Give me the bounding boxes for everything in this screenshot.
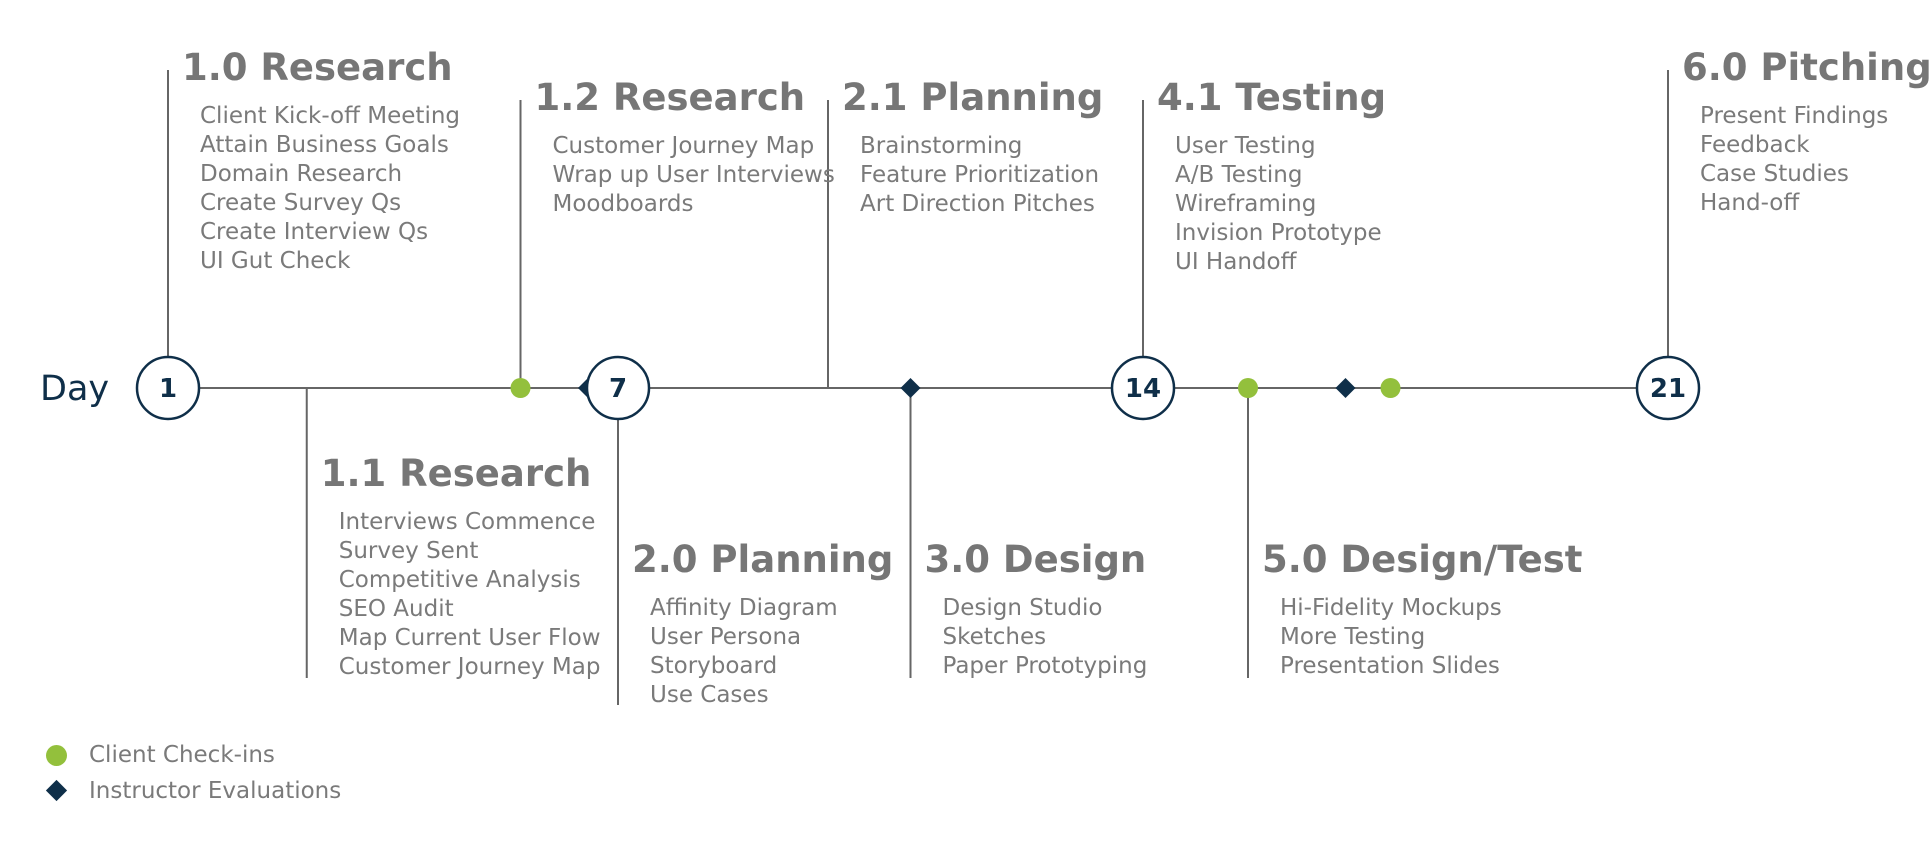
phase-title: 3.0 Design xyxy=(924,538,1147,581)
phase-task: Storyboard xyxy=(650,653,778,679)
phase-task: Attain Business Goals xyxy=(200,132,449,158)
phase-task: Create Interview Qs xyxy=(200,219,429,245)
phase-task: Art Direction Pitches xyxy=(860,191,1095,217)
phase-task: Use Cases xyxy=(650,682,769,708)
phase-title: 1.0 Research xyxy=(182,46,453,89)
phase-title: 1.2 Research xyxy=(534,76,806,119)
day-axis-label: Day xyxy=(40,369,110,409)
phase-task: Survey Sent xyxy=(338,538,479,564)
phase-task: SEO Audit xyxy=(338,596,454,622)
phase-task: Invision Prototype xyxy=(1175,220,1382,246)
day-marker-circle xyxy=(135,355,201,421)
phase-task: Feature Prioritization xyxy=(860,162,1100,188)
day-marker-label: 14 xyxy=(1125,374,1161,404)
phase-task: Case Studies xyxy=(1700,161,1849,187)
client-checkin-dot-icon xyxy=(46,745,67,766)
phase-task: Brainstorming xyxy=(860,133,1023,159)
phase-title: 4.1 Testing xyxy=(1157,76,1387,119)
phase-task: Domain Research xyxy=(200,161,403,187)
phase-task: Present Findings xyxy=(1700,103,1889,129)
phase-task: Wireframing xyxy=(1175,191,1317,217)
day-marker-label: 7 xyxy=(609,374,627,404)
phase-task: User Testing xyxy=(1175,133,1316,159)
client-checkin-dot xyxy=(1380,378,1401,398)
phase-task: Create Survey Qs xyxy=(200,190,402,216)
phase-task: Hand-off xyxy=(1700,190,1800,216)
phase-title: 1.1 Research xyxy=(320,452,592,495)
phase-task: Hi-Fidelity Mockups xyxy=(1280,595,1502,621)
phase-task: UI Gut Check xyxy=(200,248,351,274)
phase-task: Map Current User Flow xyxy=(338,625,601,651)
phase-task: UI Handoff xyxy=(1175,249,1297,275)
legend-label: Client Check-ins xyxy=(89,742,275,768)
day-marker-circle xyxy=(1110,355,1176,421)
phase-task: Presentation Slides xyxy=(1280,653,1500,679)
instructor-evaluation-diamond xyxy=(1335,378,1356,398)
phase-task: Sketches xyxy=(942,624,1047,650)
legend-label: Instructor Evaluations xyxy=(89,778,342,804)
phase-task: Customer Journey Map xyxy=(552,133,815,159)
phase-task: A/B Testing xyxy=(1175,162,1303,188)
phase-task: Interviews Commence xyxy=(338,509,596,535)
day-marker-circle xyxy=(585,355,651,421)
phase-task: Wrap up User Interviews xyxy=(552,162,835,188)
phase-task: User Persona xyxy=(650,624,802,650)
day-marker-circle xyxy=(1635,355,1701,421)
phase-task: Client Kick-off Meeting xyxy=(200,103,461,129)
phase-task: Design Studio xyxy=(942,595,1103,621)
client-checkin-dot xyxy=(510,378,531,398)
day-marker-label: 1 xyxy=(159,374,177,404)
phase-task: More Testing xyxy=(1280,624,1426,650)
instructor-evaluation-diamond xyxy=(900,378,921,398)
phase-task: Moodboards xyxy=(552,191,694,217)
client-checkin-dot xyxy=(1238,378,1258,398)
phase-title: 2.1 Planning xyxy=(842,76,1104,119)
phase-title: 2.0 Planning xyxy=(632,538,894,581)
phase-title: 6.0 Pitching xyxy=(1682,46,1932,89)
phase-task: Feedback xyxy=(1700,132,1810,158)
phase-title: 5.0 Design/Test xyxy=(1262,538,1583,581)
phase-task: Affinity Diagram xyxy=(650,595,838,621)
phase-task: Competitive Analysis xyxy=(338,567,581,593)
phase-task: Paper Prototyping xyxy=(942,653,1148,679)
day-marker-label: 21 xyxy=(1650,374,1686,404)
phase-task: Customer Journey Map xyxy=(338,654,601,680)
